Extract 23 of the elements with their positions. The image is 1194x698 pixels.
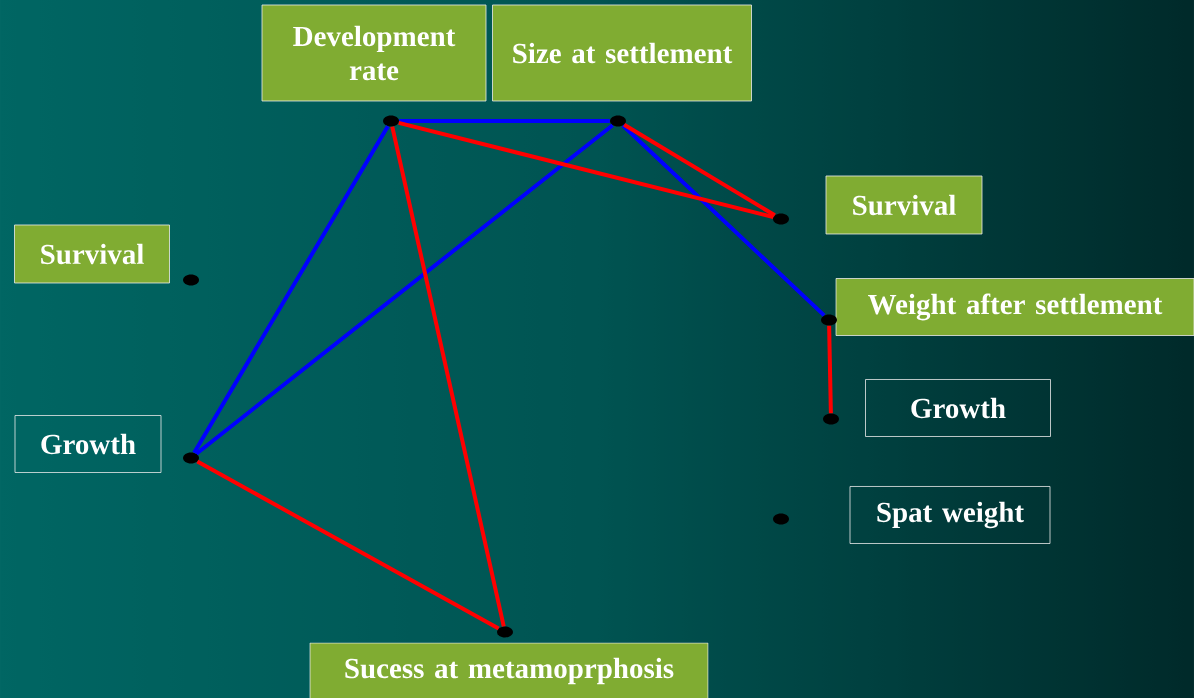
connector-line — [621, 124, 826, 317]
dot — [773, 513, 789, 525]
label-box: Weight after settlement — [835, 278, 1194, 336]
label-box: Spat weight — [849, 486, 1051, 544]
label-box: Growth — [14, 415, 162, 473]
label-box: Growth — [865, 379, 1051, 437]
connector-line — [196, 459, 500, 631]
label-box: Survival — [14, 224, 170, 284]
label-box: Development rate — [261, 4, 487, 102]
connector-line — [195, 123, 614, 456]
connector-line — [623, 123, 776, 217]
connector-line — [399, 119, 610, 123]
label-box: Survival — [825, 175, 983, 235]
label-box: Sucess at metamoprphosis — [309, 642, 709, 698]
connector-line — [192, 125, 390, 454]
dot — [610, 115, 626, 127]
connector-line — [398, 121, 774, 219]
connector-line — [390, 126, 506, 627]
dot — [823, 413, 839, 425]
label-box: Size at settlement — [492, 4, 752, 102]
dot — [383, 115, 399, 127]
dot — [183, 452, 199, 464]
connector-line — [827, 325, 833, 414]
